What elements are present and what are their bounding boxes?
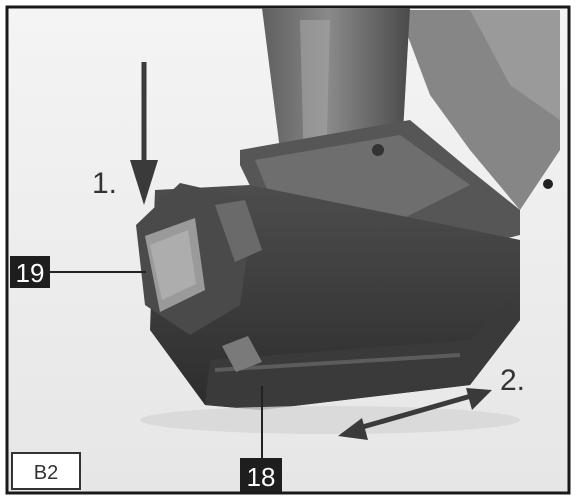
arrow-down-icon — [130, 62, 158, 205]
callout-19: 19 — [10, 256, 146, 288]
double-arrow-icon — [338, 388, 492, 440]
figure-label: B2 — [34, 462, 58, 484]
drill-illustration — [136, 8, 560, 410]
step-2-label: 2. — [500, 364, 525, 397]
callout-18: 18 — [240, 386, 282, 492]
step-1-label: 1. — [92, 167, 117, 200]
callout-19-label: 19 — [16, 258, 45, 288]
shadow — [140, 406, 520, 434]
callout-18-label: 18 — [247, 462, 276, 492]
figure-label-box: B2 — [11, 452, 81, 490]
